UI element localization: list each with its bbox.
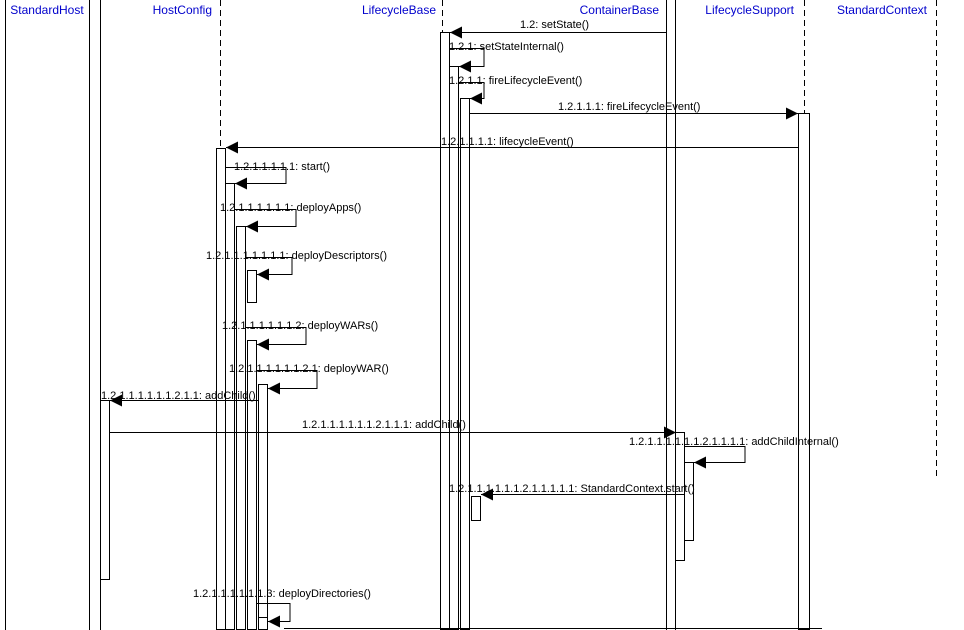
activation-lifecyclebase-3 [460,98,470,630]
label-m4: 1.2.1.1.1: fireLifecycleEvent() [558,101,700,113]
label-m7: 1.2.1.1.1.1.1.1: deployApps() [220,202,361,214]
activation-hostconfig-1 [216,148,226,630]
activation-lifecyclesupport [798,113,810,630]
activation-hostconfig-3 [236,226,246,630]
arrow-m9 [246,327,307,351]
header-containerbase: ContainerBase [580,3,660,17]
label-m2: 1.2.1: setStateInternal() [449,41,564,53]
label-m1: 1.2: setState() [520,19,589,31]
arrow-m13 [685,446,746,469]
activation-hostconfig-4 [247,270,257,303]
participant-headers: StandardHost HostConfig LifecycleBase Co… [10,3,927,17]
header-lifecyclebase: LifecycleBase [362,3,436,17]
header-hostconfig: HostConfig [153,3,212,17]
activation-lifecyclebase-2 [449,66,459,630]
activation-containerbase-1 [675,432,685,561]
arrow-m2 [450,48,485,73]
activation-hostconfig-7 [258,617,268,630]
label-m11: 1.2.1.1.1.1.1.1.2.1.1: addChild() [101,390,256,402]
header-standardcontext: StandardContext [837,3,928,17]
arrow-m3 [459,82,485,105]
label-m9: 1.2.1.1.1.1.1.1.2: deployWARs() [222,320,378,332]
lifelines [5,0,937,630]
arrow-m6 [226,167,287,190]
arrow-m10 [257,370,318,395]
message-labels: 1.2: setState() 1.2.1: setStateInternal(… [101,19,839,600]
activations [100,32,810,630]
arrow-m8 [246,257,293,281]
label-m6: 1.2.1.1.1.1.1: start() [234,161,330,173]
activation-containerbase-2 [684,462,694,541]
label-m3: 1.2.1.1: fireLifecycleEvent() [449,75,582,87]
label-m10: 1.2.1.1.1.1.1.1.2.1: deployWAR() [229,363,389,375]
label-m8: 1.2.1.1.1.1.1.1.1: deployDescriptors() [206,250,387,262]
arrow-m7 [235,209,297,233]
label-m12: 1.2.1.1.1.1.1.1.2.1.1.1: addChild() [302,419,466,431]
header-lifecyclesupport: LifecycleSupport [705,3,794,17]
label-m15: 1.2.1.1.1.1.1.1.3: deployDirectories() [193,588,371,600]
activation-hostconfig-5 [247,340,257,630]
activation-lifecyclebase-4 [471,496,481,521]
activation-standardhost [100,400,110,580]
arrow-m15 [257,603,291,628]
label-m14: 1.2.1.1.1.1.1.1.2.1.1.1.1.1: StandardCon… [449,483,695,495]
activation-lifecyclebase-1 [440,32,450,630]
header-standardhost: StandardHost [10,3,84,17]
label-m13: 1.2.1.1.1.1.1.1.2.1.1.1.1: addChildInter… [629,436,839,448]
message-arrows [110,26,798,628]
label-m5: 1.2.1.1.1.1: lifecycleEvent() [441,136,574,148]
